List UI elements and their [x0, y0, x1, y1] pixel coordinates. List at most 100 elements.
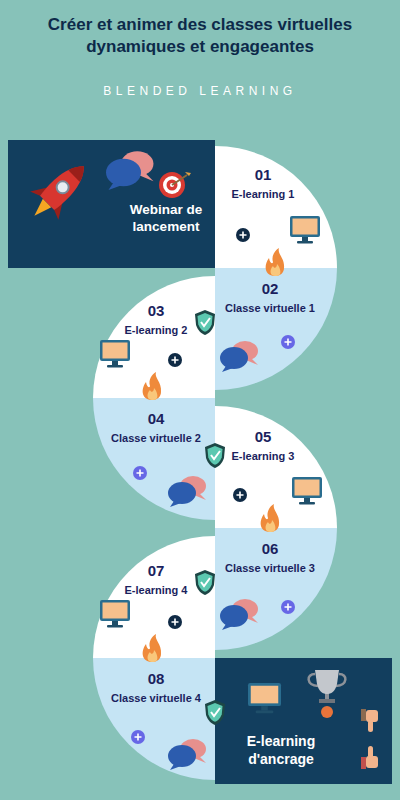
monitor-icon-part: [299, 502, 315, 505]
text-holder: E-learning d'ancrage: [226, 733, 336, 768]
flame-icon-part: [143, 372, 161, 400]
trophy-icon-part: [315, 670, 339, 694]
text-holder: 05E-learning 3: [232, 428, 295, 463]
chat-icon-part: [139, 173, 154, 182]
target-icon-part: [170, 183, 174, 187]
step-number: 01: [232, 166, 295, 184]
quarter-shape: [215, 146, 337, 268]
chat-icon-part: [168, 745, 196, 767]
monitor-icon-part: [103, 603, 128, 619]
quarter-shape: [93, 276, 215, 398]
monitor-icon-part: [295, 480, 320, 496]
quarter-fill: [215, 268, 337, 390]
monitor-icon: [290, 216, 320, 244]
shield-icon-part: [198, 573, 213, 592]
quarter-segment: 06Classe virtuelle 3: [215, 528, 337, 650]
trophy-icon: [309, 670, 346, 718]
chat-icon: [106, 151, 154, 190]
chat-icon-part: [232, 599, 258, 619]
chat-icon-part: [121, 151, 154, 176]
quarter-fill: [93, 658, 215, 780]
shield-icon-part: [195, 570, 215, 595]
quarter-segment: 02Classe virtuelle 1: [215, 268, 337, 390]
shield-icon-part: [201, 578, 210, 586]
monitor-icon: [248, 683, 281, 713]
flame-icon-part: [266, 520, 276, 532]
plus-icon: [168, 615, 182, 629]
rocket-icon-part: [68, 160, 89, 181]
shield-icon: [195, 570, 215, 595]
chat-icon: [168, 739, 206, 770]
step-number: 07: [125, 562, 188, 580]
monitor-icon-part: [256, 711, 274, 714]
trophy-icon-part: [309, 674, 346, 686]
rocket-icon: [20, 152, 98, 230]
chat-icon-part: [222, 366, 233, 372]
text-holder: 01E-learning 1: [232, 166, 295, 201]
quarter-segment: 05E-learning 3: [215, 406, 337, 528]
panel-box: Webinar de lancement: [8, 140, 215, 268]
plus-icon-part: [285, 604, 292, 611]
step-number: 03: [125, 302, 188, 320]
monitor-icon-part: [293, 219, 318, 235]
target-icon-part: [163, 176, 181, 194]
thumb-down-icon-part-part: [368, 720, 373, 732]
monitor-icon-part: [112, 621, 118, 625]
plus-icon: [281, 600, 295, 614]
thumb-down-icon-part-part: [361, 709, 366, 721]
chat-icon-part: [246, 616, 258, 623]
monitor-icon-part: [100, 340, 130, 361]
plus-icon-part: [240, 232, 247, 239]
text-holder: 08Classe virtuelle 4: [111, 670, 201, 705]
shield-icon: [205, 700, 225, 725]
monitor-icon: [292, 477, 322, 505]
monitor-icon-part: [107, 625, 123, 628]
target-icon-part: [167, 180, 178, 191]
plus-icon: [233, 488, 247, 502]
monitor-icon-part: [297, 241, 313, 244]
monitor-icon-part: [261, 706, 268, 710]
plus-icon-part: [233, 488, 247, 502]
chat-icon-part: [194, 756, 206, 763]
text-holder: 06Classe virtuelle 3: [225, 540, 315, 575]
chat-icon-part: [220, 347, 248, 369]
chat-icon-part: [170, 501, 181, 507]
flame-icon-part: [143, 634, 161, 662]
step-label: Classe virtuelle 4: [111, 692, 201, 705]
thumb-down-icon-part-part: [366, 710, 378, 722]
plus-icon-part: [135, 734, 142, 741]
plus-icon-part: [172, 619, 179, 626]
shield-icon-part: [198, 313, 213, 332]
target-icon-part: [185, 172, 191, 176]
monitor-icon-part: [290, 216, 320, 237]
chat-icon-part: [180, 476, 206, 496]
plus-icon: [168, 353, 182, 367]
text-holder: Webinar de lancement: [120, 202, 212, 236]
trophy-icon-part: [325, 694, 329, 699]
step-label: Classe virtuelle 1: [225, 302, 315, 315]
flame-icon: [266, 248, 284, 276]
step-number: 08: [111, 670, 201, 688]
trophy-icon-part: [319, 699, 335, 703]
shield-icon-part: [208, 703, 223, 722]
monitor-icon-part: [304, 498, 310, 502]
thumb-up-icon-part-part: [366, 756, 378, 768]
chat-icon-part: [180, 739, 206, 759]
chat-icon-part: [220, 605, 248, 627]
monitor-icon-part: [248, 683, 281, 706]
panel-label: Webinar de lancement: [120, 202, 212, 236]
rocket-icon-part: [30, 199, 51, 220]
target-icon-part: [159, 172, 185, 198]
thumb-up-icon-part: [361, 746, 378, 769]
quarter-segment: 08Classe virtuelle 4: [93, 658, 215, 780]
step-label: E-learning 1: [232, 188, 295, 201]
step-label: E-learning 3: [232, 450, 295, 463]
quarter-segment: 01E-learning 1: [215, 146, 337, 268]
plus-icon-part: [236, 228, 250, 242]
text-holder: 02Classe virtuelle 1: [225, 280, 315, 315]
step-number: 02: [225, 280, 315, 298]
rocket-icon-part: [30, 180, 48, 198]
chat-icon-part: [194, 493, 206, 500]
plus-icon-part: [237, 492, 244, 499]
thumb-up-icon-part-part: [368, 746, 373, 758]
